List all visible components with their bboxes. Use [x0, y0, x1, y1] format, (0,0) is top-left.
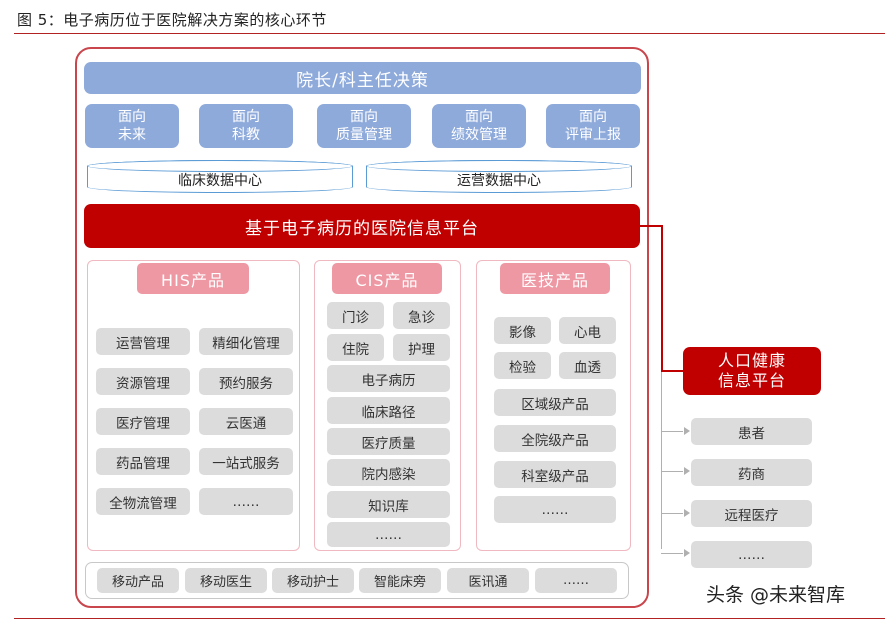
- medtech-item: 影像: [494, 317, 551, 344]
- cis-panel: CIS产品 门诊 急诊 住院 护理 电子病历 临床路径 医疗质量 院内感染 知识…: [314, 260, 461, 551]
- mobile-item: 医讯通: [447, 568, 529, 593]
- decision-bar: 院长/科主任决策: [84, 62, 641, 94]
- medtech-item: 科室级产品: [494, 461, 616, 488]
- bottom-divider: [14, 618, 885, 619]
- mobile-products-bar: 移动产品 移动医生 移动护士 智能床旁 医讯通 ……: [85, 562, 629, 599]
- operations-data-center-label: 运营数据中心: [457, 172, 541, 189]
- cis-item: 院内感染: [327, 459, 450, 486]
- facet-review-reporting: 面向 评审上报: [546, 104, 640, 148]
- cis-item: 门诊: [327, 302, 384, 329]
- external-telemedicine: 远程医疗: [691, 500, 812, 527]
- his-item: 精细化管理: [199, 328, 293, 355]
- cis-item: 护理: [393, 334, 450, 361]
- his-item: 运营管理: [96, 328, 190, 355]
- population-line1: 人口健康: [717, 351, 786, 370]
- cis-item: 医疗质量: [327, 428, 450, 455]
- his-panel: HIS产品 运营管理 精细化管理 资源管理 预约服务 医疗管理 云医通 药品管理…: [87, 260, 300, 551]
- external-connector-branch: [661, 513, 683, 514]
- facet-line2: 科教: [232, 127, 260, 143]
- facet-line2: 未来: [118, 127, 146, 143]
- platform-connector-horizontal: [640, 225, 663, 227]
- medtech-panel: 医技产品 影像 心电 检验 血透 区域级产品 全院级产品 科室级产品 ……: [476, 260, 631, 551]
- cis-item: 临床路径: [327, 397, 450, 424]
- arrow-right-icon: [684, 549, 690, 557]
- population-health-platform: 人口健康 信息平台: [683, 347, 821, 395]
- his-panel-title: HIS产品: [137, 263, 249, 294]
- his-item: 云医通: [199, 408, 293, 435]
- facet-research-education: 面向 科教: [199, 104, 293, 148]
- external-connector-branch: [661, 471, 683, 472]
- facet-line1: 面向: [118, 109, 146, 125]
- figure-title: 图 5：电子病历位于医院解决方案的核心环节: [17, 11, 327, 29]
- facet-line2: 绩效管理: [451, 127, 507, 143]
- facet-line1: 面向: [350, 109, 378, 125]
- external-connector-branch: [661, 431, 683, 432]
- medtech-item: 心电: [559, 317, 616, 344]
- cis-item: 住院: [327, 334, 384, 361]
- cis-item: 急诊: [393, 302, 450, 329]
- facet-line1: 面向: [465, 109, 493, 125]
- mobile-item-more: ……: [535, 568, 617, 593]
- facet-line1: 面向: [579, 109, 607, 125]
- mobile-item: 智能床旁: [359, 568, 441, 593]
- external-pharma-vendors: 药商: [691, 459, 812, 486]
- his-item: 资源管理: [96, 368, 190, 395]
- medtech-panel-title: 医技产品: [500, 263, 610, 294]
- operations-data-center: 运营数据中心: [366, 160, 632, 193]
- cis-panel-title: CIS产品: [332, 263, 442, 294]
- mobile-item: 移动产品: [97, 568, 179, 593]
- his-item-more: ……: [199, 488, 293, 515]
- facet-performance-management: 面向 绩效管理: [432, 104, 526, 148]
- arrow-right-icon: [684, 467, 690, 475]
- facet-quality-management: 面向 质量管理: [317, 104, 411, 148]
- mobile-item: 移动医生: [185, 568, 267, 593]
- medtech-item: 区域级产品: [494, 389, 616, 416]
- facet-future: 面向 未来: [85, 104, 179, 148]
- his-item: 预约服务: [199, 368, 293, 395]
- mobile-item: 移动护士: [272, 568, 354, 593]
- population-line2: 信息平台: [717, 371, 786, 390]
- external-connector-trunk: [661, 372, 662, 549]
- title-divider: [14, 33, 885, 34]
- facet-line2: 质量管理: [336, 127, 392, 143]
- medtech-item: 检验: [494, 352, 551, 379]
- external-patients: 患者: [691, 418, 812, 445]
- arrow-right-icon: [684, 427, 690, 435]
- medtech-item-more: ……: [494, 496, 616, 523]
- facet-line1: 面向: [232, 109, 260, 125]
- platform-connector-vertical: [661, 225, 663, 372]
- his-item: 一站式服务: [199, 448, 293, 475]
- arrow-right-icon: [684, 509, 690, 517]
- emr-hospital-platform: 基于电子病历的医院信息平台: [84, 204, 640, 248]
- external-more: ……: [691, 541, 812, 568]
- cis-item-more: ……: [327, 522, 450, 547]
- hospital-solution-frame: [75, 47, 649, 608]
- facet-line2: 评审上报: [565, 127, 621, 143]
- clinical-data-center: 临床数据中心: [87, 160, 353, 193]
- medtech-item: 血透: [559, 352, 616, 379]
- external-connector-branch: [661, 553, 683, 554]
- his-item: 全物流管理: [96, 488, 190, 515]
- watermark: 头条 @未来智库: [706, 584, 846, 606]
- platform-connector-to-population: [661, 370, 684, 372]
- medtech-item: 全院级产品: [494, 425, 616, 452]
- his-item: 医疗管理: [96, 408, 190, 435]
- cis-item: 电子病历: [327, 365, 450, 392]
- cis-item: 知识库: [327, 491, 450, 518]
- his-item: 药品管理: [96, 448, 190, 475]
- clinical-data-center-label: 临床数据中心: [178, 172, 262, 189]
